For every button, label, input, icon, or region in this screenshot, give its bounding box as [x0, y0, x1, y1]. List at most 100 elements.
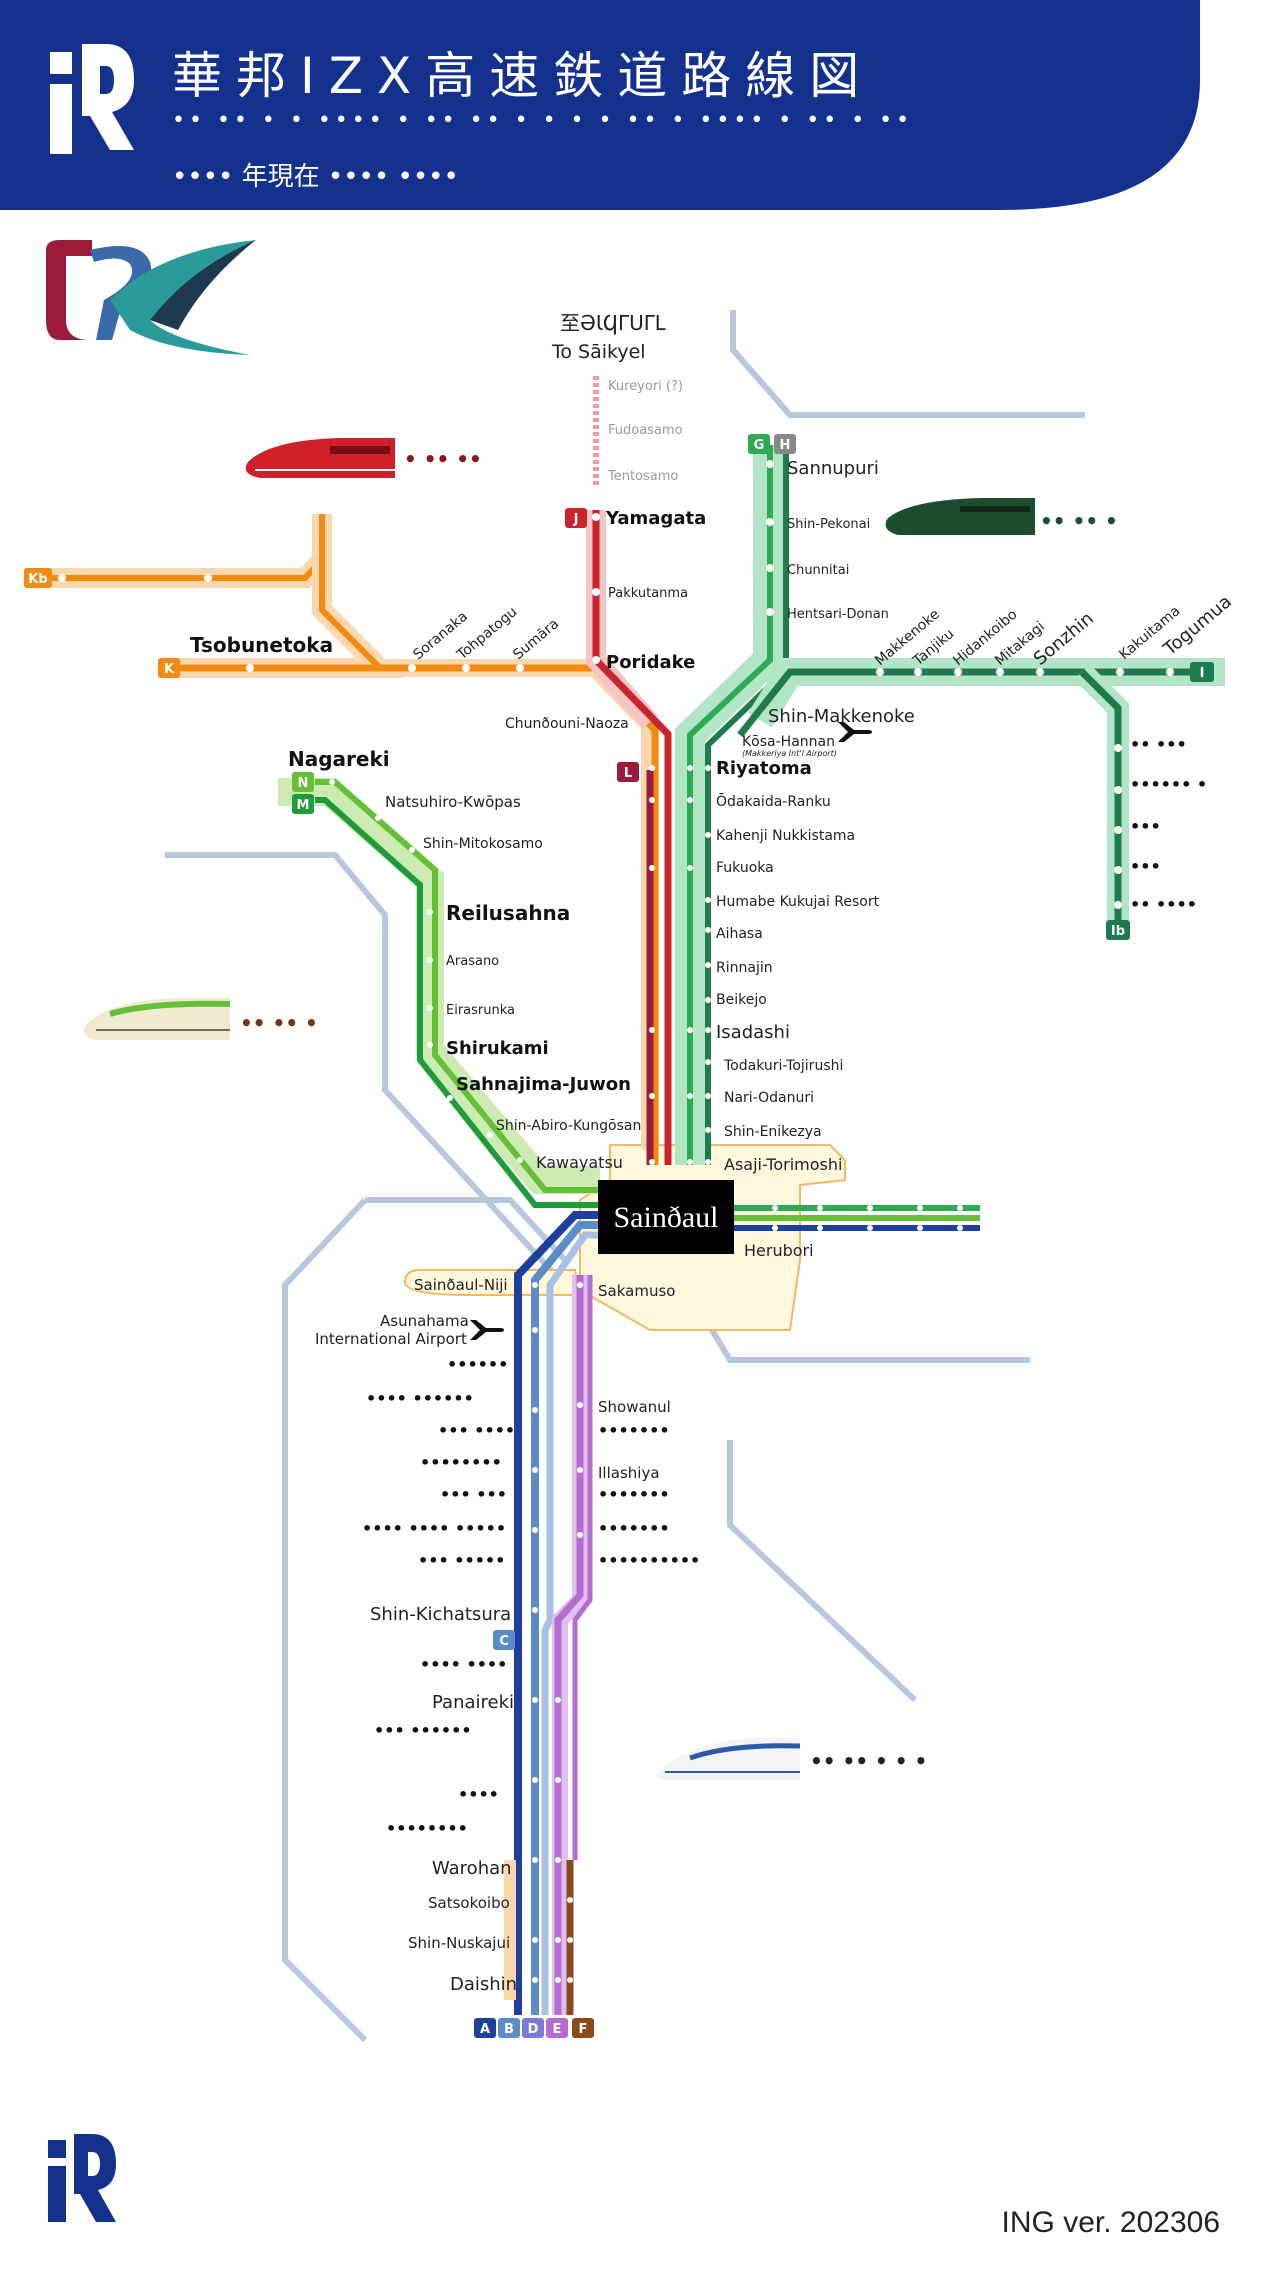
line-g-green	[675, 445, 1225, 1165]
badge-f: F	[579, 2022, 588, 2037]
station-reilusahna: Reilusahna	[446, 901, 570, 925]
airplane-icon	[470, 722, 872, 1340]
svg-text:•••• •••• •••••: •••• •••• •••••	[362, 1519, 506, 1538]
ir-footer-logo-icon	[48, 2134, 116, 2222]
svg-text:•••••••: •••••••	[598, 1519, 670, 1538]
station-natsuhiro: Natsuhiro-Kwōpas	[385, 793, 521, 811]
hub-box	[598, 1180, 734, 1254]
badge-c: C	[499, 1634, 509, 1649]
station-showanul: Showanul	[598, 1398, 671, 1416]
badge-l: L	[624, 766, 632, 781]
svg-text:•••••• •: •••••• •	[1130, 775, 1207, 794]
izx-logo-icon	[46, 240, 256, 355]
svg-text:•• •••: •• •••	[1130, 735, 1187, 754]
badge-j: J	[573, 512, 579, 527]
blue-train-icon	[656, 1738, 801, 1780]
destination-english: To Sāikyel	[551, 341, 646, 363]
station-hentsari: Hentsari-Donan	[787, 607, 889, 622]
svg-text:•• ••••: •• ••••	[1130, 895, 1197, 914]
green-train-icon	[885, 498, 1035, 535]
green-train-label: •• •• •	[1040, 509, 1118, 533]
station-dots	[58, 460, 1174, 1983]
svg-text:•••••••: •••••••	[598, 1485, 670, 1504]
badge-i: I	[1200, 666, 1205, 681]
station-kawayatsu: Kawayatsu	[536, 1153, 623, 1172]
station-shirukami: Shirukami	[446, 1038, 549, 1059]
station-tentosamo: Tentosamo	[607, 469, 678, 484]
station-beikejo: Beikejo	[716, 992, 767, 1008]
station-tsobunetoka: Tsobunetoka	[190, 633, 333, 657]
station-shin-mitokosamo: Shin-Mitokosamo	[423, 836, 543, 852]
station-panaireki: Panaireki	[432, 1692, 514, 1713]
station-yamagata: Yamagata	[605, 508, 706, 529]
station-sannupuri: Sannupuri	[787, 458, 879, 479]
placeholder-labels: • •• •• •• •• • •• •• • •• •• • • • ••••…	[240, 447, 1207, 1838]
svg-text:••• •••••: ••• •••••	[418, 1551, 505, 1570]
station-sahnajima: Sahnajima-Juwon	[456, 1074, 631, 1095]
station-pakkutanma: Pakkutanma	[608, 586, 688, 601]
station-humabe: Humabe Kukujai Resort	[716, 894, 880, 910]
page-title: 華邦IZX高速鉄道路線図	[172, 47, 874, 105]
badge-h: H	[780, 438, 791, 453]
svg-text:••••: ••••	[458, 1785, 499, 1804]
red-train-icon	[245, 438, 395, 478]
station-asunahama: Asunahama	[380, 1312, 469, 1330]
station-nari: Nari-Odanuri	[724, 1090, 814, 1106]
station-riyatoma: Riyatoma	[716, 758, 812, 779]
station-eirasrunka: Eirasrunka	[446, 1003, 515, 1018]
cream-train-icon	[83, 998, 231, 1040]
station-sumara: Sumāra	[510, 616, 562, 663]
station-shin-kichatsura: Shin-Kichatsura	[370, 1604, 511, 1625]
station-fukuoka: Fukuoka	[716, 860, 774, 876]
station-kahenji: Kahenji Nukkistama	[716, 828, 855, 844]
station-satsokoibo: Satsokoibo	[428, 1894, 510, 1912]
svg-text:••• ••••••: ••• ••••••	[374, 1721, 472, 1740]
station-aihasa: Aihasa	[716, 926, 763, 942]
svg-text:•••• ••••••: •••• ••••••	[366, 1389, 474, 1408]
station-isadashi: Isadashi	[716, 1022, 790, 1043]
station-arasano: Arasano	[446, 954, 499, 969]
svg-text:••••••••: ••••••••	[420, 1453, 502, 1472]
station-fudoasamo: Fudoasamo	[608, 423, 683, 438]
header-romanization: •• •• • • •••• • •• •• • • • • •• • ••••…	[172, 108, 914, 133]
badge-ib: Ib	[1111, 924, 1125, 939]
station-asaji: Asaji-Torimoshi	[724, 1155, 842, 1174]
header-subtitle: •••• 年現在 •••• ••••	[172, 162, 459, 192]
line-south	[504, 1211, 600, 2015]
station-todakuri: Todakuri-Tojirushi	[723, 1058, 843, 1074]
line-k-orange	[38, 514, 659, 1165]
badge-b: B	[504, 2022, 514, 2037]
station-illashiya: Illashiya	[598, 1464, 660, 1482]
station-shin-pekonai: Shin-Pekonai	[787, 517, 870, 532]
station-shin-makkenoke: Shin-Makkenoke	[768, 706, 915, 727]
svg-text:••••••••••: ••••••••••	[598, 1551, 700, 1570]
badge-g: G	[754, 438, 765, 453]
station-rinnajin: Rinnajin	[716, 960, 773, 976]
station-poridake: Poridake	[606, 652, 695, 673]
version-label: ING ver. 202306	[1001, 2206, 1220, 2239]
station-odakaida: Ōdakaida-Ranku	[716, 793, 831, 810]
station-herubori: Herubori	[744, 1241, 814, 1260]
svg-text:••• •••: ••• •••	[440, 1485, 507, 1504]
ir-logo-icon	[50, 44, 134, 154]
svg-text:•••••••: •••••••	[598, 1421, 670, 1440]
badge-d: D	[528, 2022, 539, 2037]
badge-k: K	[164, 662, 175, 677]
badge-n: N	[298, 776, 309, 791]
hub-label: Sainðaul	[614, 1201, 719, 1234]
badge-a: A	[480, 2022, 490, 2037]
station-kosa: Kōsa-Hannan	[742, 734, 835, 750]
station-kosa-sub: (Makkeriya Int'l Airport)	[742, 749, 837, 758]
svg-text:•••: •••	[1130, 817, 1161, 836]
badge-e: E	[553, 2022, 562, 2037]
station-asunahama-airport: International Airport	[315, 1330, 467, 1348]
badge-m: M	[297, 798, 310, 813]
red-train-label: • •• ••	[404, 447, 482, 471]
station-sakamuso: Sakamuso	[598, 1282, 675, 1300]
header-background	[0, 0, 1200, 210]
cream-train-label: •• •• •	[240, 1011, 318, 1035]
station-shin-enikezya: Shin-Enikezya	[724, 1124, 822, 1140]
svg-text:•••: •••	[1130, 857, 1161, 876]
svg-text:•••• ••••: •••• ••••	[420, 1655, 507, 1674]
